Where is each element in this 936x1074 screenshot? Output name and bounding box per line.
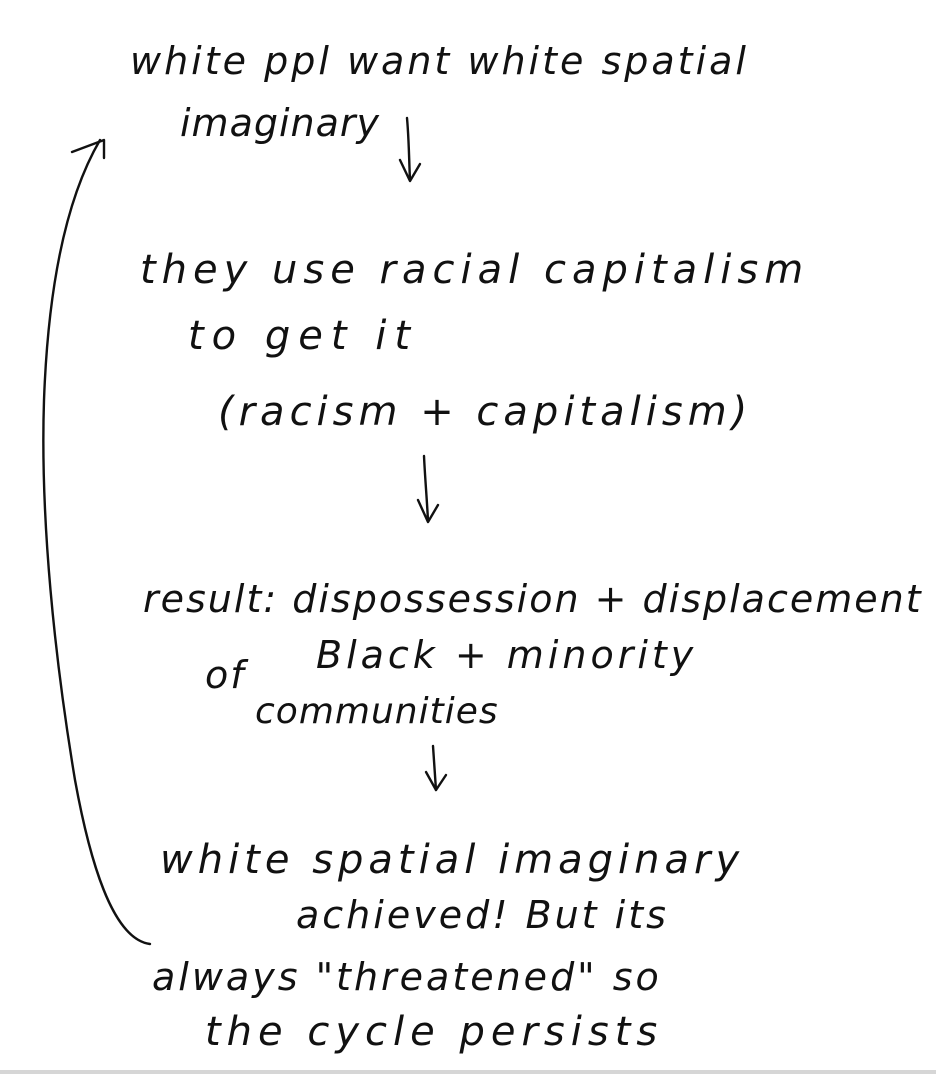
- node3-line3: Black + minority: [316, 633, 698, 677]
- node4-line3: always "threatened" so: [152, 955, 662, 999]
- down-arrow-node1-to-node2: [398, 116, 422, 183]
- node4-line4: the cycle persists: [205, 1009, 664, 1055]
- down-arrow-node3-to-node4: [424, 744, 448, 792]
- node2-line3: (racism + capitalism): [218, 389, 753, 435]
- node3-line1: result: dispossession + displacement: [143, 577, 923, 621]
- node4-line1: white spatial imaginary: [160, 837, 745, 883]
- node3-line4: communities: [255, 691, 499, 732]
- cycle-arrow-back-to-start: [42, 138, 152, 946]
- node4-line2: achieved! But its: [296, 893, 669, 937]
- node2-line2: to get it: [188, 313, 419, 359]
- node1-line2: imaginary: [180, 101, 381, 145]
- node3-line2: of: [205, 653, 246, 697]
- down-arrow-node2-to-node3: [416, 454, 440, 524]
- node1-line1: white ppl want white spatial: [130, 39, 749, 83]
- bottom-border: [0, 1070, 936, 1074]
- node2-line1: they use racial capitalism: [140, 247, 810, 293]
